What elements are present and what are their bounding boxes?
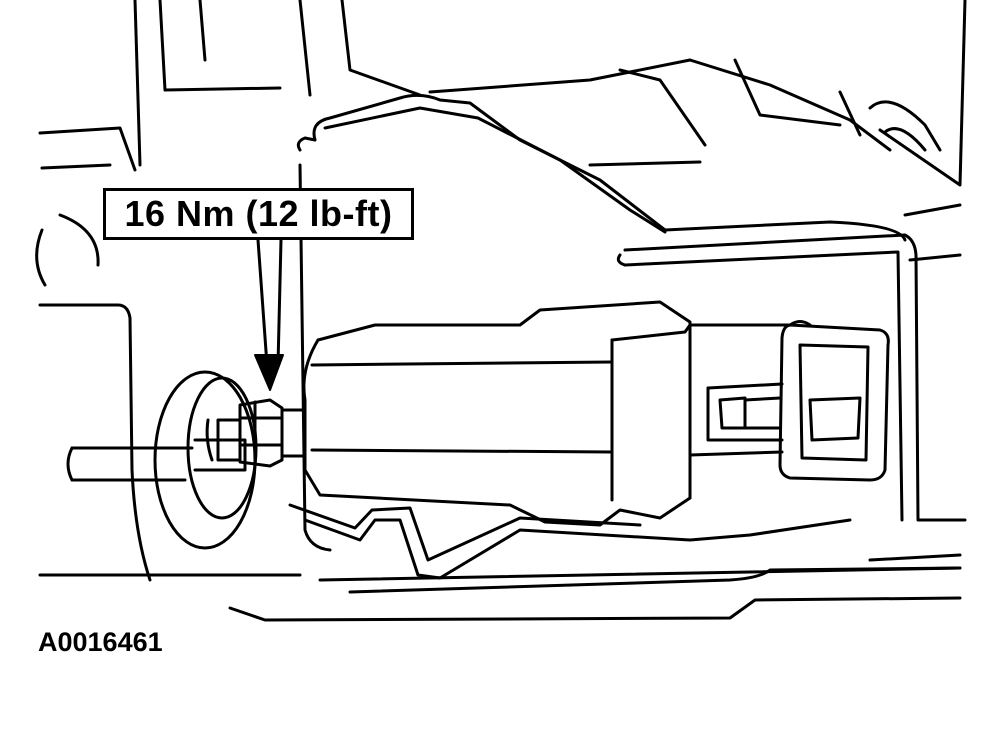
torque-label: 16 Nm (12 lb-ft) <box>124 193 393 234</box>
stoplamp-switch-body <box>280 300 812 527</box>
figure-id: A0016461 <box>38 627 163 657</box>
leader-arrow <box>254 238 284 391</box>
lock-nut <box>216 398 284 468</box>
electrical-connector <box>688 323 890 500</box>
background-structure <box>35 0 967 582</box>
mounting-plate <box>38 503 962 622</box>
torque-callout: 16 Nm (12 lb-ft) <box>103 188 414 240</box>
bracket-clip <box>296 93 967 552</box>
